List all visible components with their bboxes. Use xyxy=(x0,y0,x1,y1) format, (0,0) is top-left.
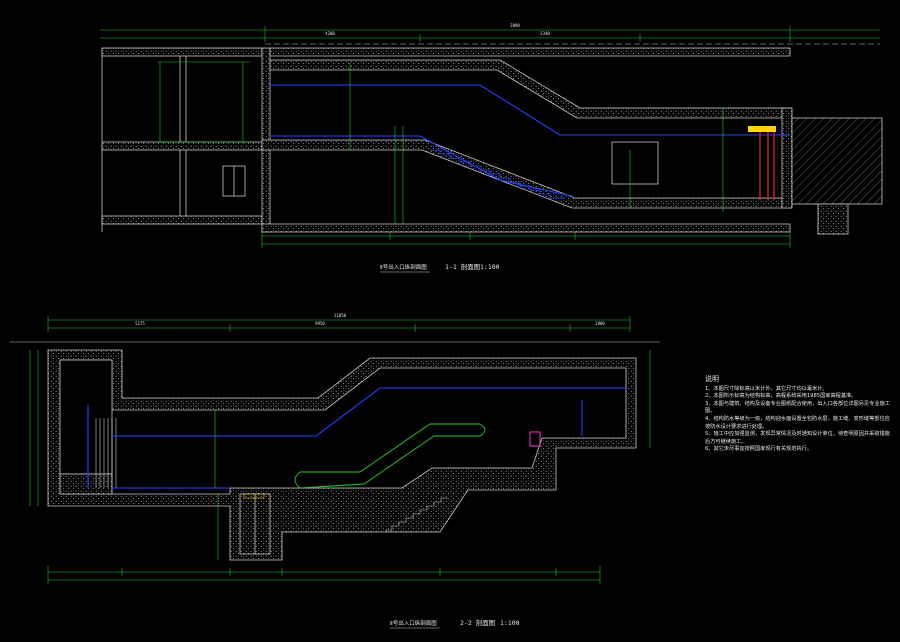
section-2-label: 2-2 剖面图 xyxy=(460,618,495,627)
equipment-box xyxy=(611,141,659,185)
section-1-top-dimensions xyxy=(100,26,880,42)
dim-2-total: 11050 xyxy=(334,313,347,318)
note-item: 5、施工中应加强监测，发现异常情况及时通知设计单位，待查明原因并采取措施后方可继… xyxy=(705,431,890,445)
section-1-bottom-dimensions xyxy=(261,232,791,248)
section-1-pipes xyxy=(270,84,790,197)
red-rails xyxy=(759,132,775,200)
section-2-left-stair xyxy=(95,418,117,488)
note-item: 4、结构防水等级为一级，结构迎水面设置全包防水层，施工缝、变形缝等部位应按防水设… xyxy=(705,415,890,430)
dim-left-vertical xyxy=(158,61,250,143)
dim-2-a: 5175 xyxy=(135,321,145,326)
section-2-top-dimensions xyxy=(47,316,631,332)
dim-label-top-2: 2340 xyxy=(540,31,550,36)
section-2-bottom-dimensions xyxy=(47,566,601,584)
section-1-title: Ⅱ号出入口纵剖面图 xyxy=(380,263,427,271)
section-2-lower-stair xyxy=(385,497,448,531)
section-2-walls xyxy=(47,349,637,561)
section-1-label: 1-1 剖面图 xyxy=(445,262,480,271)
section-2-drawing: 11050 5175 9950 2800 xyxy=(10,313,660,584)
section-1-drawing: 2090 2340 4200 xyxy=(100,23,883,248)
dim-2-c: 2800 xyxy=(595,321,605,326)
note-item: 2、本图所示标高为结构标高，高程系统采用1985国家高程基准。 xyxy=(705,393,857,400)
dim-label-top-1: 2090 xyxy=(510,23,520,28)
note-item: 3、本图与建筑、结构及设备专业图纸配合使用，出入口各部位详图另见专业施工图。 xyxy=(705,400,890,415)
existing-station-structure xyxy=(101,47,263,232)
section-1-stair-steps xyxy=(430,149,565,199)
section-2-scale: 1:100 xyxy=(500,619,520,627)
magenta-door xyxy=(529,431,541,447)
pit-yellow xyxy=(243,493,265,499)
section-1-scale: 1:100 xyxy=(480,263,500,271)
yellow-marker xyxy=(748,126,776,132)
section-2-pipes xyxy=(87,387,626,489)
section-2-title: Ⅱ号出入口纵剖面图 xyxy=(390,619,437,627)
section-2-vertical-dims xyxy=(29,350,651,560)
note-item: 1、本图尺寸除标高以米计外，其它尺寸均以毫米计。 xyxy=(705,385,828,392)
section-1-passage-walls xyxy=(261,47,883,235)
note-item: 6、其它未尽事宜按照国家现行有关规范执行。 xyxy=(705,446,813,453)
dim-label-top-3: 4200 xyxy=(325,31,335,36)
notes-title: 说明 xyxy=(705,375,719,383)
notes-panel: 说明 1、本图尺寸除标高以米计外，其它尺寸均以毫米计。 2、本图所示标高为结构标… xyxy=(705,375,895,454)
section-1-vertical-dims xyxy=(349,62,724,224)
section-2-escalator xyxy=(294,423,486,489)
dim-2-b: 9950 xyxy=(315,321,325,326)
